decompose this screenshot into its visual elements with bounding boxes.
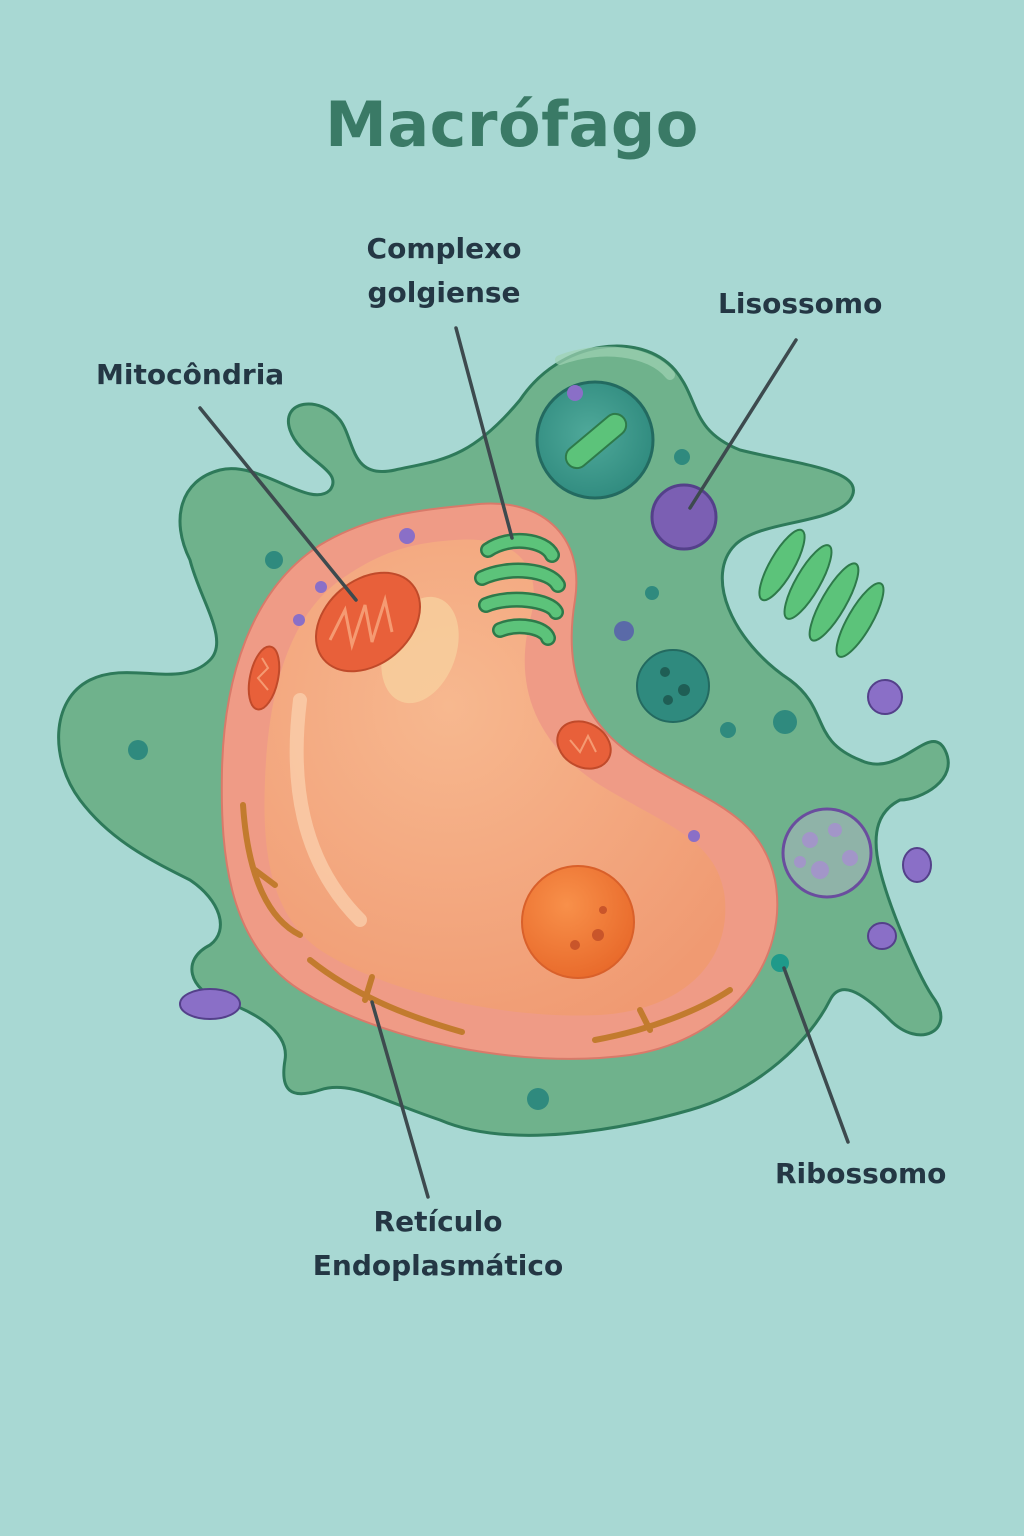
nucleus-highlight <box>289 693 367 927</box>
leader-line-ribosome <box>782 966 850 1144</box>
leader-lines <box>198 326 850 1199</box>
lysosome-small <box>867 922 897 950</box>
label-golgi-line2: golgiense <box>367 276 521 309</box>
leader-line-golgi <box>454 326 514 540</box>
label-mitochondria: Mitocôndria <box>96 358 285 391</box>
golgi-apparatus-fill <box>476 535 564 644</box>
mitochondrion-main <box>315 571 421 673</box>
vesicle-dotted <box>636 649 710 723</box>
nucleolus-spot <box>592 929 604 941</box>
endoplasmic-reticulum <box>240 802 733 1043</box>
diagram-title: Macrófago <box>325 88 699 161</box>
label-golgi-line1: Complexo <box>366 232 522 265</box>
leader-line-lysosome <box>688 338 798 510</box>
er-stack-right <box>758 528 885 658</box>
nucleolus-spot <box>599 906 607 914</box>
label-er-line1: Retículo <box>373 1205 503 1238</box>
label-lysosome: Lisossomo <box>718 287 883 320</box>
lysosome-small <box>902 847 932 883</box>
label-ribosome: Ribossomo <box>775 1157 947 1190</box>
lysosome-small <box>867 679 903 715</box>
granules <box>128 449 797 1110</box>
label-er-line2: Endoplasmático <box>312 1249 564 1282</box>
lysosome-small <box>179 988 241 1020</box>
phagosome <box>535 380 655 500</box>
nucleolus <box>521 865 635 979</box>
cytoplasm-highlight <box>555 346 675 380</box>
nucleolus-spot <box>570 940 580 950</box>
lysosome <box>650 483 718 551</box>
leader-line-mitochondria <box>198 406 358 602</box>
label-er: Retículo Endoplasmático <box>298 1200 578 1288</box>
vacuole <box>781 807 873 899</box>
leader-line-er <box>370 1000 430 1199</box>
mitochondrion-small <box>247 645 281 711</box>
mitochondrion-side <box>556 720 612 770</box>
label-golgi: Complexo golgiense <box>352 227 536 315</box>
